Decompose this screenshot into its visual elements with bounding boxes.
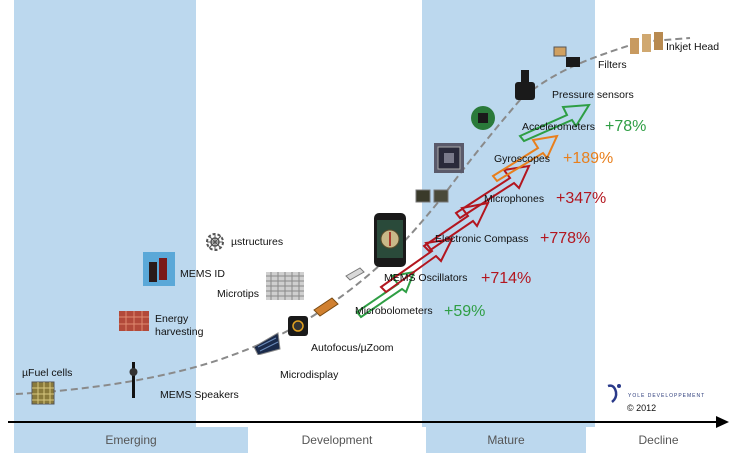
microphones-arrow xyxy=(454,164,531,220)
copyright-text: © 2012 xyxy=(627,403,657,413)
label-filters: Filters xyxy=(598,59,627,71)
label-energy-line1: Energy xyxy=(155,313,189,325)
autofocus-module-image xyxy=(313,297,339,317)
filter-chips-image xyxy=(553,46,580,67)
growth-microphones: +347% xyxy=(556,190,607,207)
phase-label-emerging: Emerging xyxy=(14,427,248,453)
mems-id-image xyxy=(143,252,175,286)
label-microdisplay: Microdisplay xyxy=(280,369,339,381)
time-axis-arrowhead xyxy=(716,416,729,428)
label-mems-speakers: MEMS Speakers xyxy=(160,389,239,401)
label-energy-line2: harvesting xyxy=(155,326,204,338)
microbolometers-arrow xyxy=(355,270,416,319)
inkjet-head-image xyxy=(630,32,663,54)
phase-label-development: Development xyxy=(248,427,426,453)
decline-band xyxy=(595,0,731,427)
smartphone-compass-image xyxy=(374,213,406,267)
mems-speaker-image xyxy=(129,362,138,398)
microstructures-gear-icon xyxy=(206,233,224,251)
fuel-cell-image xyxy=(31,381,55,405)
gyroscopes-arrow xyxy=(491,134,559,183)
yole-logo-icon xyxy=(607,384,621,403)
label-pressure-sensors: Pressure sensors xyxy=(552,89,634,101)
accelerometers-arrow xyxy=(518,103,591,143)
label-microphones: Microphones xyxy=(484,193,545,205)
microphone-chip-image xyxy=(415,189,449,203)
microdisplay-image xyxy=(253,332,281,355)
label-mems-id: MEMS ID xyxy=(180,268,225,280)
phase-label-mature: Mature xyxy=(426,427,586,453)
pressure-sensor-image xyxy=(515,70,535,100)
mature-band xyxy=(422,0,595,427)
label-inkjet-head: Inkjet Head xyxy=(666,41,720,53)
autofocus-image xyxy=(288,316,308,336)
label-electronic-compass: Electronic Compass xyxy=(435,233,529,245)
label-accelerometers: Accelerometers xyxy=(522,121,595,133)
label-gyroscopes: Gyroscopes xyxy=(494,153,551,165)
label-ufuel-cells: µFuel cells xyxy=(22,367,73,379)
growth-accelerometers: +78% xyxy=(605,118,647,135)
electronic-compass-arrow xyxy=(422,201,490,253)
label-ustructures: µstructures xyxy=(231,236,284,248)
label-microtips: Microtips xyxy=(217,288,260,300)
oscillator-chip-image xyxy=(345,267,365,281)
energy-harvesting-image xyxy=(119,311,149,331)
label-mems-oscillators: MEMS Oscillators xyxy=(384,272,468,284)
accelerometer-board-image xyxy=(471,106,495,130)
growth-microbolometers: +59% xyxy=(444,303,486,320)
growth-electronic-compass: +778% xyxy=(540,230,591,247)
label-autofocus: Autofocus/µZoom xyxy=(311,342,394,354)
microtips-image xyxy=(266,272,304,300)
label-microbolometers: Microbolometers xyxy=(355,305,433,317)
growth-mems-oscillators: +714% xyxy=(481,270,532,287)
growth-gyroscopes: +189% xyxy=(563,150,614,167)
yole-brand-text: YOLE DEVELOPPEMENT xyxy=(628,393,706,399)
gyroscope-image xyxy=(434,143,464,173)
emerging-band xyxy=(14,0,196,427)
phase-label-decline: Decline xyxy=(586,427,731,453)
